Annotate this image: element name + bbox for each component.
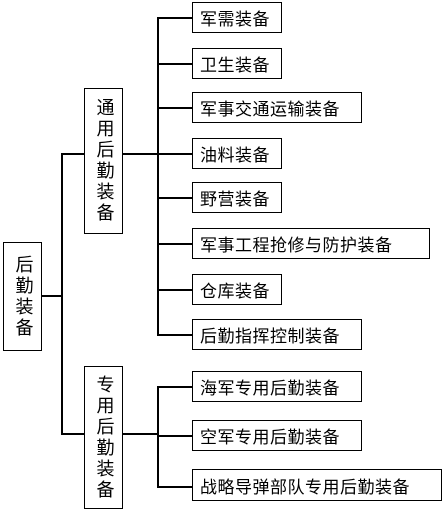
leaf-label: 卫生装备 bbox=[200, 56, 270, 76]
leaf-label: 军事交通运输装备 bbox=[200, 100, 340, 120]
leaf-connector bbox=[157, 386, 193, 388]
leaf-connector bbox=[157, 17, 193, 19]
branch-special-logistics: 专用后勤装备 bbox=[84, 366, 123, 509]
leaf-connector bbox=[157, 197, 193, 199]
leaf-connector bbox=[157, 435, 193, 437]
root-spine bbox=[61, 153, 63, 434]
leaf-node: 海军专用后勤装备 bbox=[192, 371, 362, 402]
leaf-connector bbox=[157, 334, 193, 336]
leaf-node: 卫生装备 bbox=[192, 48, 282, 79]
leaf-connector bbox=[157, 107, 193, 109]
branch-1-connector bbox=[61, 153, 84, 155]
branch-2-spine bbox=[157, 386, 159, 487]
branch-general-logistics: 通用后勤装备 bbox=[84, 88, 123, 234]
leaf-node: 军事交通运输装备 bbox=[192, 92, 362, 123]
leaf-label: 海军专用后勤装备 bbox=[200, 379, 340, 399]
leaf-node: 战略导弹部队专用后勤装备 bbox=[192, 469, 442, 501]
branch-label: 专用后勤装备 bbox=[93, 374, 115, 501]
leaf-label: 后勤指挥控制装备 bbox=[200, 327, 340, 347]
leaf-label: 军事工程抢修与防护装备 bbox=[200, 236, 393, 256]
leaf-connector bbox=[157, 63, 193, 65]
leaf-node: 仓库装备 bbox=[192, 274, 282, 305]
leaf-node: 油料装备 bbox=[192, 138, 282, 169]
leaf-node: 军需装备 bbox=[192, 2, 282, 33]
branch-2-connector bbox=[61, 433, 84, 435]
branch-1-spine bbox=[157, 17, 159, 335]
leaf-node: 后勤指挥控制装备 bbox=[192, 319, 362, 350]
leaf-connector bbox=[157, 153, 193, 155]
leaf-node: 军事工程抢修与防护装备 bbox=[192, 228, 430, 259]
leaf-label: 油料装备 bbox=[200, 146, 270, 166]
leaf-node: 空军专用后勤装备 bbox=[192, 420, 362, 451]
leaf-label: 仓库装备 bbox=[200, 282, 270, 302]
leaf-label: 野营装备 bbox=[200, 190, 270, 210]
leaf-label: 军需装备 bbox=[200, 10, 270, 30]
leaf-label: 空军专用后勤装备 bbox=[200, 428, 340, 448]
leaf-connector bbox=[157, 289, 193, 291]
branch-label: 通用后勤装备 bbox=[93, 98, 115, 224]
leaf-connector bbox=[157, 243, 193, 245]
leaf-node: 野营装备 bbox=[192, 182, 282, 213]
branch-1-out bbox=[123, 153, 158, 155]
root-label: 后勤装备 bbox=[12, 254, 34, 339]
leaf-label: 战略导弹部队专用后勤装备 bbox=[200, 477, 410, 498]
root-node: 后勤装备 bbox=[3, 242, 42, 351]
leaf-connector bbox=[157, 486, 193, 488]
root-connector bbox=[42, 295, 62, 297]
branch-2-out bbox=[123, 433, 158, 435]
